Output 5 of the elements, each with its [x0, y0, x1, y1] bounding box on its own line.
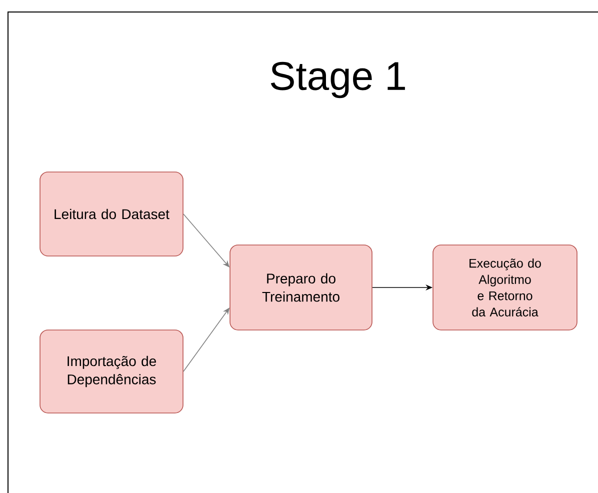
process-box: Importação de Dependências [40, 330, 184, 414]
process-box: Execução do Algoritmo e Retorno da Acurácia [432, 244, 578, 330]
title: Stage 1 [270, 62, 405, 98]
process-box: Leitura do Dataset [40, 172, 184, 256]
process-box: Preparo do Treinamento [230, 244, 372, 330]
